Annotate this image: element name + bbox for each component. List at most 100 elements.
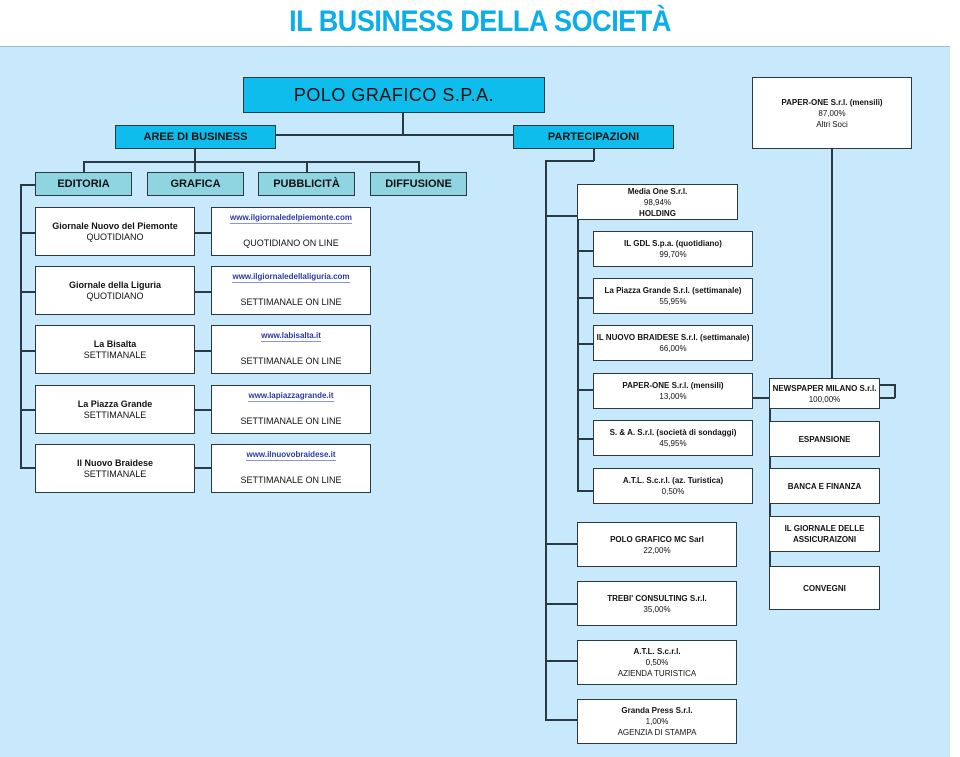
page-title: IL BUSINESS DELLA SOCIETÀ <box>289 5 671 38</box>
subsidiary-box: IL GDL S.p.a. (quotidiano) 99,70% <box>593 231 753 267</box>
connector <box>402 112 404 134</box>
publication-name: Giornale della Liguria <box>68 279 162 290</box>
paper-one-other-box: PAPER-ONE S.r.l. (mensili) 87,00% Altri … <box>752 77 912 149</box>
connector <box>194 409 211 411</box>
online-type: SETTIMANALE ON LINE <box>240 356 342 366</box>
connector <box>194 350 211 352</box>
online-type: SETTIMANALE ON LINE <box>240 416 342 426</box>
online-type: SETTIMANALE ON LINE <box>240 297 342 307</box>
division-label: CONVEGNI <box>803 583 846 593</box>
connector <box>20 350 35 352</box>
connector <box>20 291 35 293</box>
connector <box>83 161 419 163</box>
publication-type: SETTIMANALE <box>83 349 147 360</box>
area-pubblicita-box: PUBBLICITÀ <box>258 172 355 196</box>
connector <box>194 161 196 174</box>
division-box: IL GIORNALE DELLE ASSICURAIZONI <box>769 516 880 552</box>
division-label: ESPANSIONE <box>798 434 851 444</box>
publication-type: QUOTIDIANO <box>86 290 144 301</box>
publication-type: SETTIMANALE <box>83 468 147 479</box>
area-label: GRAFICA <box>170 177 221 190</box>
connector <box>577 297 593 299</box>
connector <box>194 148 196 162</box>
newspaper-milano-box: NEWSPAPER MILANO S.r.l. 100,00% <box>769 378 880 409</box>
website-link[interactable]: www.lapiazzagrande.it <box>248 391 334 402</box>
division-box: CONVEGNI <box>769 566 880 610</box>
company-name: PAPER-ONE S.r.l. (mensili) <box>781 97 883 107</box>
connector <box>577 250 593 252</box>
connector <box>20 409 35 411</box>
share-percent: 66,00% <box>659 344 687 353</box>
publication-type: QUOTIDIANO <box>86 231 144 242</box>
connector <box>577 490 593 492</box>
holding-box: Media One S.r.l. 98,94% HOLDING <box>577 184 738 220</box>
share-percent: 99,70% <box>659 250 687 259</box>
connector <box>593 148 595 161</box>
connector <box>577 389 593 391</box>
share-percent: 1,00% <box>645 717 669 726</box>
connector <box>831 148 833 385</box>
connector <box>545 160 547 712</box>
website-link[interactable]: www.ilgiornaledelpiemonte.com <box>230 213 352 224</box>
connector <box>879 397 895 399</box>
company-note: AZIENDA TURISTICA <box>617 669 697 678</box>
share-percent: 98,94% <box>643 197 672 207</box>
root-company-label: POLO GRAFICO S.P.A. <box>293 84 495 105</box>
connector <box>545 215 577 217</box>
connector <box>577 438 593 440</box>
connector <box>83 161 85 174</box>
connector <box>194 232 211 234</box>
publication-name: Giornale Nuovo del Piemonte <box>52 220 178 231</box>
participation-box: TREBI' CONSULTING S.r.l.35,00% <box>577 581 737 626</box>
division-box: BANCA E FINANZA <box>769 468 880 504</box>
connector <box>894 384 896 398</box>
connector <box>545 719 577 721</box>
publication-name: La Bisalta <box>93 338 137 349</box>
share-percent: 13,00% <box>659 392 687 401</box>
company-name: Granda Press S.r.l. <box>621 706 693 715</box>
connector <box>275 134 515 136</box>
website-link[interactable]: www.ilnuovobraidese.it <box>246 450 336 461</box>
area-diffusione-box: DIFFUSIONE <box>370 172 467 196</box>
company-name: A.T.L. S.c.r.l. <box>633 647 681 656</box>
share-percent: 55,95% <box>659 297 687 306</box>
connector <box>752 397 770 399</box>
online-type: SETTIMANALE ON LINE <box>240 475 342 485</box>
company-name: La Piazza Grande S.r.l. (settimanale) <box>604 286 742 295</box>
company-note: Altri Soci <box>816 119 848 129</box>
share-percent: 22,00% <box>643 545 671 555</box>
share-percent: 0,50% <box>661 487 685 496</box>
area-grafica-box: GRAFICA <box>147 172 244 196</box>
connector <box>20 467 35 469</box>
connector <box>545 660 577 662</box>
subsidiary-box: A.T.L. S.c.r.l. (az. Turistica)0,50% <box>593 468 753 504</box>
connector <box>194 467 211 469</box>
division-label: IL GIORNALE DELLE ASSICURAIZONI <box>784 524 865 544</box>
connector <box>545 543 577 545</box>
company-name: POLO GRAFICO MC Sarl <box>610 534 704 544</box>
participations-label: PARTECIPAZIONI <box>547 130 640 143</box>
connector <box>418 161 420 174</box>
share-percent: 87,00% <box>818 108 846 118</box>
company-note: HOLDING <box>639 208 676 218</box>
division-box: ESPANSIONE <box>769 421 880 457</box>
website-link[interactable]: www.ilgiornaledellaliguria.com <box>232 272 350 283</box>
website-link[interactable]: www.labisalta.it <box>261 331 321 342</box>
division-label: BANCA E FINANZA <box>787 481 862 491</box>
company-name: IL NUOVO BRAIDESE S.r.l. (settimanale) <box>596 333 750 342</box>
company-name: TREBI' CONSULTING S.r.l. <box>607 593 707 603</box>
subsidiary-box: PAPER-ONE S.r.l. (mensili)13,00% <box>593 373 753 409</box>
company-name: IL GDL S.p.a. (quotidiano) <box>624 239 722 248</box>
publication-type: SETTIMANALE <box>83 409 147 420</box>
connector <box>577 219 579 491</box>
share-percent: 45,95% <box>659 439 687 448</box>
business-areas-label: AREE DI BUSINESS <box>143 130 248 143</box>
